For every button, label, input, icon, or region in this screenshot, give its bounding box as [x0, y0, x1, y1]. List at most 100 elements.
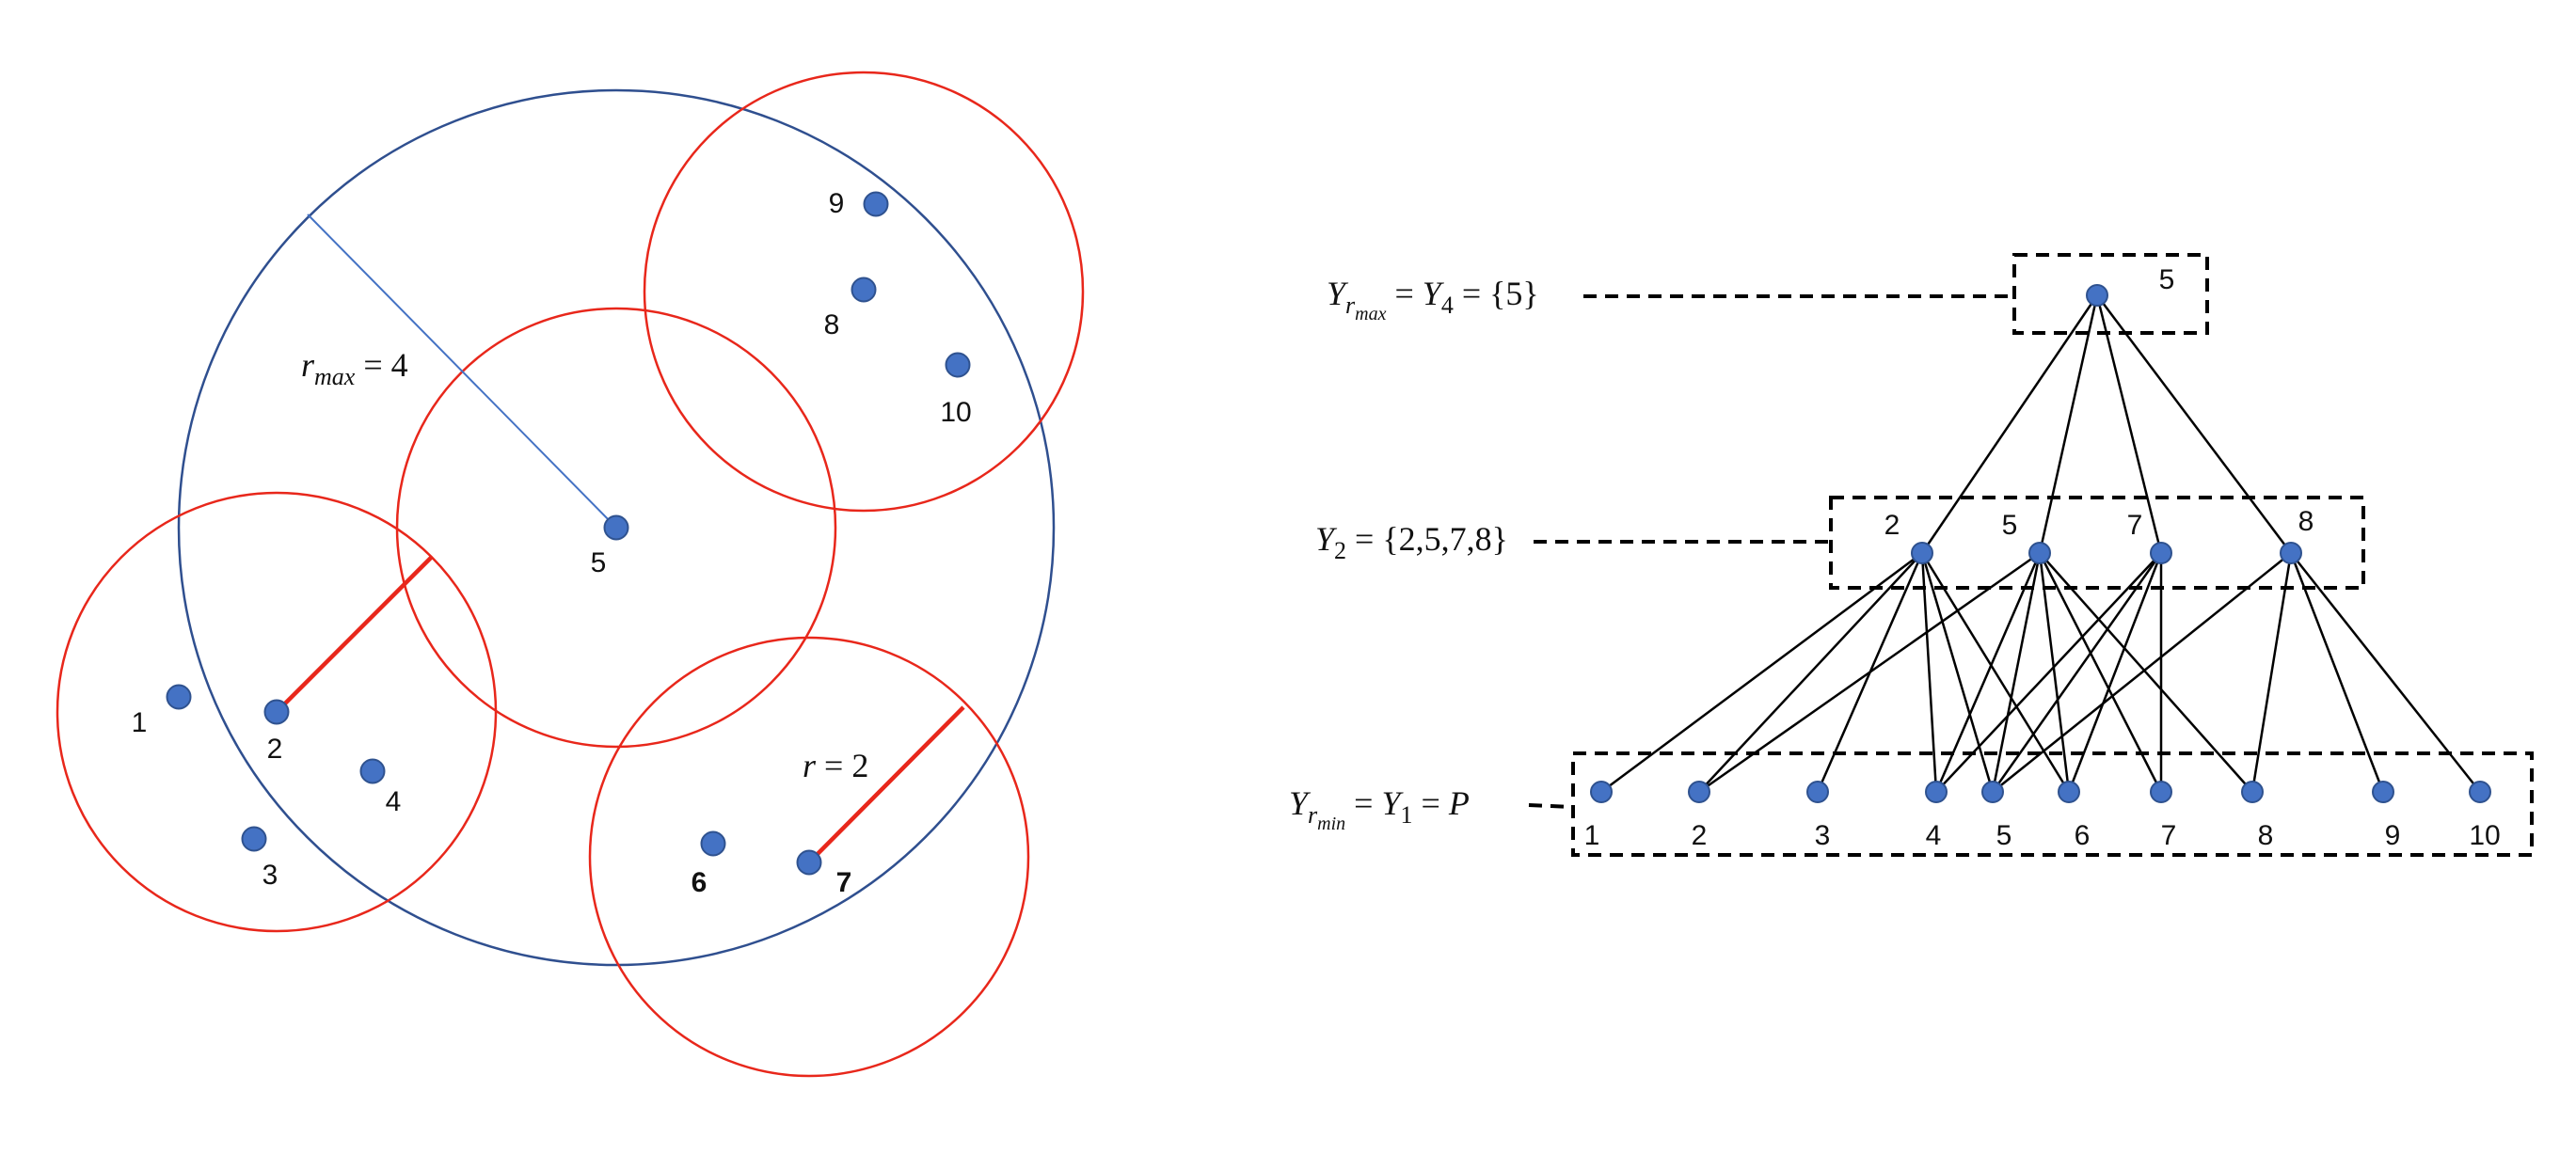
- r-radius-line-2: [275, 555, 434, 714]
- Y1-sub2: 1: [1401, 801, 1413, 829]
- tree-node-label-Y4-5: 5: [2159, 264, 2175, 295]
- Y4-sub: max: [1355, 304, 1386, 324]
- level-title-Y1: Yrmin = Y1 = P: [1289, 784, 1470, 834]
- tree-node-label-Y2-5: 5: [2002, 510, 2018, 541]
- tree-node-Y1-1: [1590, 781, 1613, 803]
- point-6: [700, 830, 726, 857]
- tree-edges: [1600, 294, 2481, 794]
- edge-Y2-5-Y1-2: [1698, 551, 2041, 794]
- Y1-sub: min: [1317, 814, 1345, 834]
- point-label-7: 7: [836, 867, 852, 898]
- point-9: [863, 191, 889, 217]
- edge-Y2-8-Y1-10: [2290, 552, 2481, 793]
- tree-node-Y2-2: [1911, 542, 1933, 564]
- point-label-5: 5: [591, 547, 607, 578]
- tree-node-label-Y1-7: 7: [2161, 820, 2177, 851]
- edge-Y2-2-Y1-4: [1920, 552, 1938, 793]
- point-4: [359, 758, 386, 784]
- tree-node-Y2-7: [2150, 542, 2172, 564]
- edge-Y2-7-Y1-4: [1935, 552, 2162, 793]
- Y1-Y: Y: [1289, 784, 1312, 822]
- Y2-rest: = {2,5,7,8}: [1346, 520, 1508, 558]
- edge-Y2-2-Y1-1: [1600, 551, 1923, 794]
- edge-Y2-5-Y1-7: [2038, 552, 2163, 793]
- tree-node-Y4-5: [2086, 284, 2108, 307]
- edge-Y4-5-Y2-2: [1920, 294, 2099, 554]
- tree-node-Y2-5: [2028, 542, 2051, 564]
- r-radius-line-7: [807, 705, 965, 864]
- Y4-rest2: = {5}: [1454, 275, 1539, 312]
- r-label-r: r: [803, 747, 817, 784]
- tree-node-label-Y1-8: 8: [2258, 820, 2274, 851]
- rmax-label: rmax = 4: [301, 346, 408, 390]
- edge-Y2-8-Y1-9: [2289, 552, 2385, 793]
- edge-Y2-5-Y1-5: [1991, 552, 2042, 793]
- point-label-2: 2: [267, 734, 283, 765]
- edge-Y2-5-Y1-4: [1934, 552, 2042, 793]
- tree-node-label-Y1-3: 3: [1815, 820, 1831, 851]
- rmax-circle: [177, 88, 1056, 967]
- point-3: [241, 826, 267, 852]
- tree-node-Y1-5: [1981, 781, 2004, 803]
- edge-Y4-5-Y2-5: [2038, 294, 2099, 554]
- rmax-label-rest: = 4: [355, 346, 407, 384]
- rmax-radius-line: [307, 213, 617, 529]
- tree-node-Y1-7: [2150, 781, 2172, 803]
- Y1-Y2: Y: [1381, 784, 1404, 822]
- level-box-Y4: [2012, 253, 2209, 335]
- Y1-r: r: [1308, 801, 1318, 829]
- level-box-Y2: [1829, 496, 2365, 590]
- r-circle-center-9: [643, 71, 1085, 513]
- point-label-4: 4: [386, 786, 402, 817]
- Y1-rest1: =: [1345, 784, 1381, 822]
- rmax-label-r: r: [301, 346, 315, 384]
- Y4-Y: Y: [1327, 275, 1349, 312]
- tree-node-label-Y2-7: 7: [2127, 510, 2143, 541]
- tree-node-label-Y1-4: 4: [1926, 820, 1942, 851]
- edge-Y2-5-Y1-8: [2039, 552, 2253, 793]
- Y2-sub: 2: [1334, 537, 1346, 564]
- point-label-1: 1: [132, 707, 148, 738]
- edge-Y2-2-Y1-6: [1920, 552, 2071, 793]
- Y4-Y2: Y: [1423, 275, 1445, 312]
- point-8: [851, 277, 877, 303]
- tree-node-label-Y1-5: 5: [1996, 820, 2012, 851]
- edge-Y2-2-Y1-5: [1920, 552, 1995, 793]
- point-label-8: 8: [824, 309, 840, 340]
- edge-Y4-5-Y2-7: [2095, 294, 2163, 554]
- rmax-label-sub: max: [314, 363, 356, 390]
- point-label-3: 3: [262, 860, 278, 891]
- tree-node-label-Y1-2: 2: [1692, 820, 1708, 851]
- Y4-sub2: 4: [1441, 292, 1454, 319]
- point-5: [603, 514, 629, 541]
- tree-node-label-Y2-2: 2: [1884, 510, 1900, 541]
- tree-node-Y1-8: [2241, 781, 2264, 803]
- tree-node-label-Y1-6: 6: [2075, 820, 2091, 851]
- edge-Y2-2-Y1-2: [1698, 552, 1923, 793]
- level-box-Y1: [1571, 751, 2534, 857]
- edge-Y2-8-Y1-5: [1992, 552, 2292, 793]
- edge-Y2-7-Y1-5: [1991, 552, 2163, 793]
- r-circle-center-7: [588, 636, 1030, 1078]
- edge-Y2-7-Y1-6: [2067, 552, 2163, 793]
- right-panel: Yrmax = Y4 = {5} Y2 = {2,5,7,8} Yrmin = …: [1289, 253, 2534, 857]
- tree-node-Y1-6: [2058, 781, 2080, 803]
- point-10: [945, 352, 971, 378]
- tree-node-label-Y2-8: 8: [2298, 506, 2314, 537]
- r-label-rest: = 2: [816, 747, 868, 784]
- point-label-6: 6: [692, 867, 708, 898]
- edge-Y4-5-Y2-8: [2096, 294, 2292, 554]
- edge-Y2-5-Y1-6: [2038, 552, 2071, 793]
- Y2-Y: Y: [1315, 520, 1338, 558]
- point-1: [166, 684, 192, 710]
- tree-node-Y1-2: [1688, 781, 1710, 803]
- Y1-P: P: [1448, 784, 1470, 822]
- tree-node-Y1-4: [1925, 781, 1948, 803]
- level-title-Y4: Yrmax = Y4 = {5}: [1327, 275, 1539, 324]
- tree-node-Y1-10: [2469, 781, 2491, 803]
- leader-Y1: [1528, 803, 1574, 809]
- Y4-rest1: =: [1386, 275, 1422, 312]
